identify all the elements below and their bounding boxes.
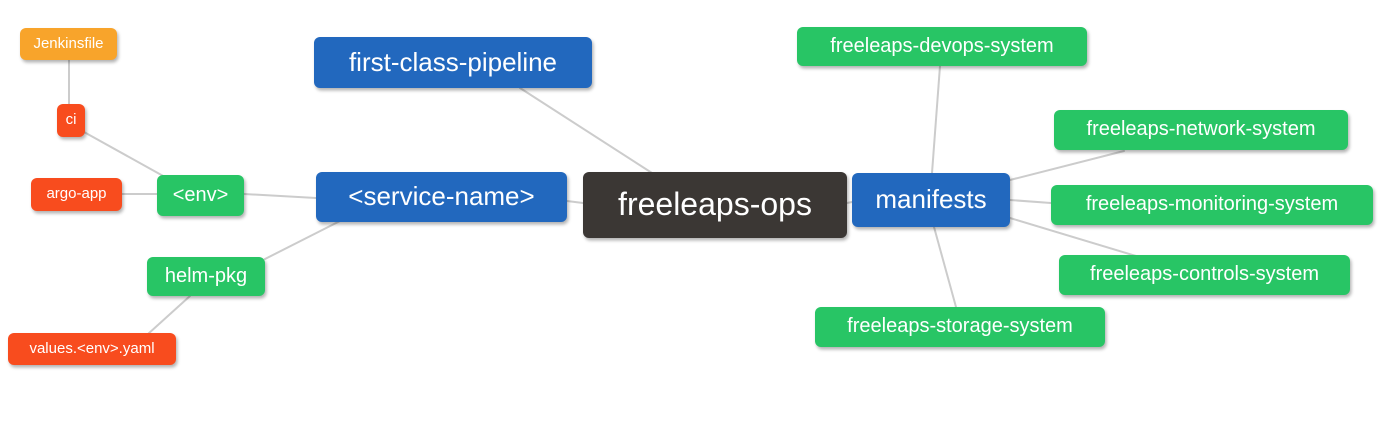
edge-ci--env bbox=[83, 131, 166, 178]
node-manifests[interactable]: manifests bbox=[852, 173, 1010, 227]
node-label-freeleaps-monitoring-system: freeleaps-monitoring-system bbox=[1085, 193, 1339, 215]
node-argo-app[interactable]: argo-app bbox=[31, 178, 122, 211]
edge-manifests--freeleaps-network-system bbox=[1009, 150, 1125, 181]
node-helm-pkg[interactable]: helm-pkg bbox=[147, 257, 265, 296]
node-label-freeleaps-ops: freeleaps-ops bbox=[618, 186, 812, 222]
node-label-freeleaps-storage-system: freeleaps-storage-system bbox=[847, 315, 1073, 337]
edge-values-env-yaml--helm-pkg bbox=[147, 295, 191, 335]
node-label-first-class-pipeline: first-class-pipeline bbox=[348, 46, 558, 77]
node-freeleaps-monitoring-system[interactable]: freeleaps-monitoring-system bbox=[1051, 185, 1373, 225]
node-label-jenkinsfile: Jenkinsfile bbox=[33, 34, 104, 52]
node-label-ci: ci bbox=[65, 111, 77, 128]
node-jenkinsfile[interactable]: Jenkinsfile bbox=[20, 28, 117, 60]
node-ci[interactable]: ci bbox=[57, 104, 85, 137]
node-label-freeleaps-devops-system: freeleaps-devops-system bbox=[830, 34, 1054, 57]
edge-helm-pkg--service-name bbox=[264, 220, 341, 260]
node-label-values-env-yaml: values.<env>.yaml bbox=[29, 339, 155, 357]
edge-manifests--freeleaps-storage-system bbox=[933, 226, 957, 308]
edge-manifests--freeleaps-controls-system bbox=[1009, 217, 1137, 257]
node-first-class-pipeline[interactable]: first-class-pipeline bbox=[314, 37, 592, 88]
node-label-env: <env> bbox=[172, 183, 229, 206]
node-freeleaps-storage-system[interactable]: freeleaps-storage-system bbox=[815, 307, 1105, 347]
node-freeleaps-controls-system[interactable]: freeleaps-controls-system bbox=[1059, 255, 1350, 295]
node-label-helm-pkg: helm-pkg bbox=[164, 264, 248, 287]
node-label-service-name: <service-name> bbox=[348, 181, 535, 211]
edge-freeleaps-ops--manifests bbox=[846, 201, 853, 204]
node-values-env-yaml[interactable]: values.<env>.yaml bbox=[8, 333, 176, 365]
edge-manifests--freeleaps-monitoring-system bbox=[1009, 199, 1052, 204]
node-freeleaps-ops[interactable]: freeleaps-ops bbox=[583, 172, 847, 238]
node-label-freeleaps-controls-system: freeleaps-controls-system bbox=[1090, 263, 1319, 285]
edge-first-class-pipeline--freeleaps-ops bbox=[519, 87, 653, 174]
node-env[interactable]: <env> bbox=[157, 175, 244, 216]
node-freeleaps-network-system[interactable]: freeleaps-network-system bbox=[1054, 110, 1348, 150]
node-label-freeleaps-network-system: freeleaps-network-system bbox=[1086, 118, 1316, 140]
edge-env--service-name bbox=[243, 193, 317, 199]
edge-service-name--freeleaps-ops bbox=[566, 200, 584, 204]
node-label-manifests: manifests bbox=[875, 184, 987, 214]
edge-manifests--freeleaps-devops-system bbox=[931, 65, 941, 174]
node-freeleaps-devops-system[interactable]: freeleaps-devops-system bbox=[797, 27, 1087, 66]
node-label-argo-app: argo-app bbox=[46, 185, 107, 202]
node-service-name[interactable]: <service-name> bbox=[316, 172, 567, 222]
